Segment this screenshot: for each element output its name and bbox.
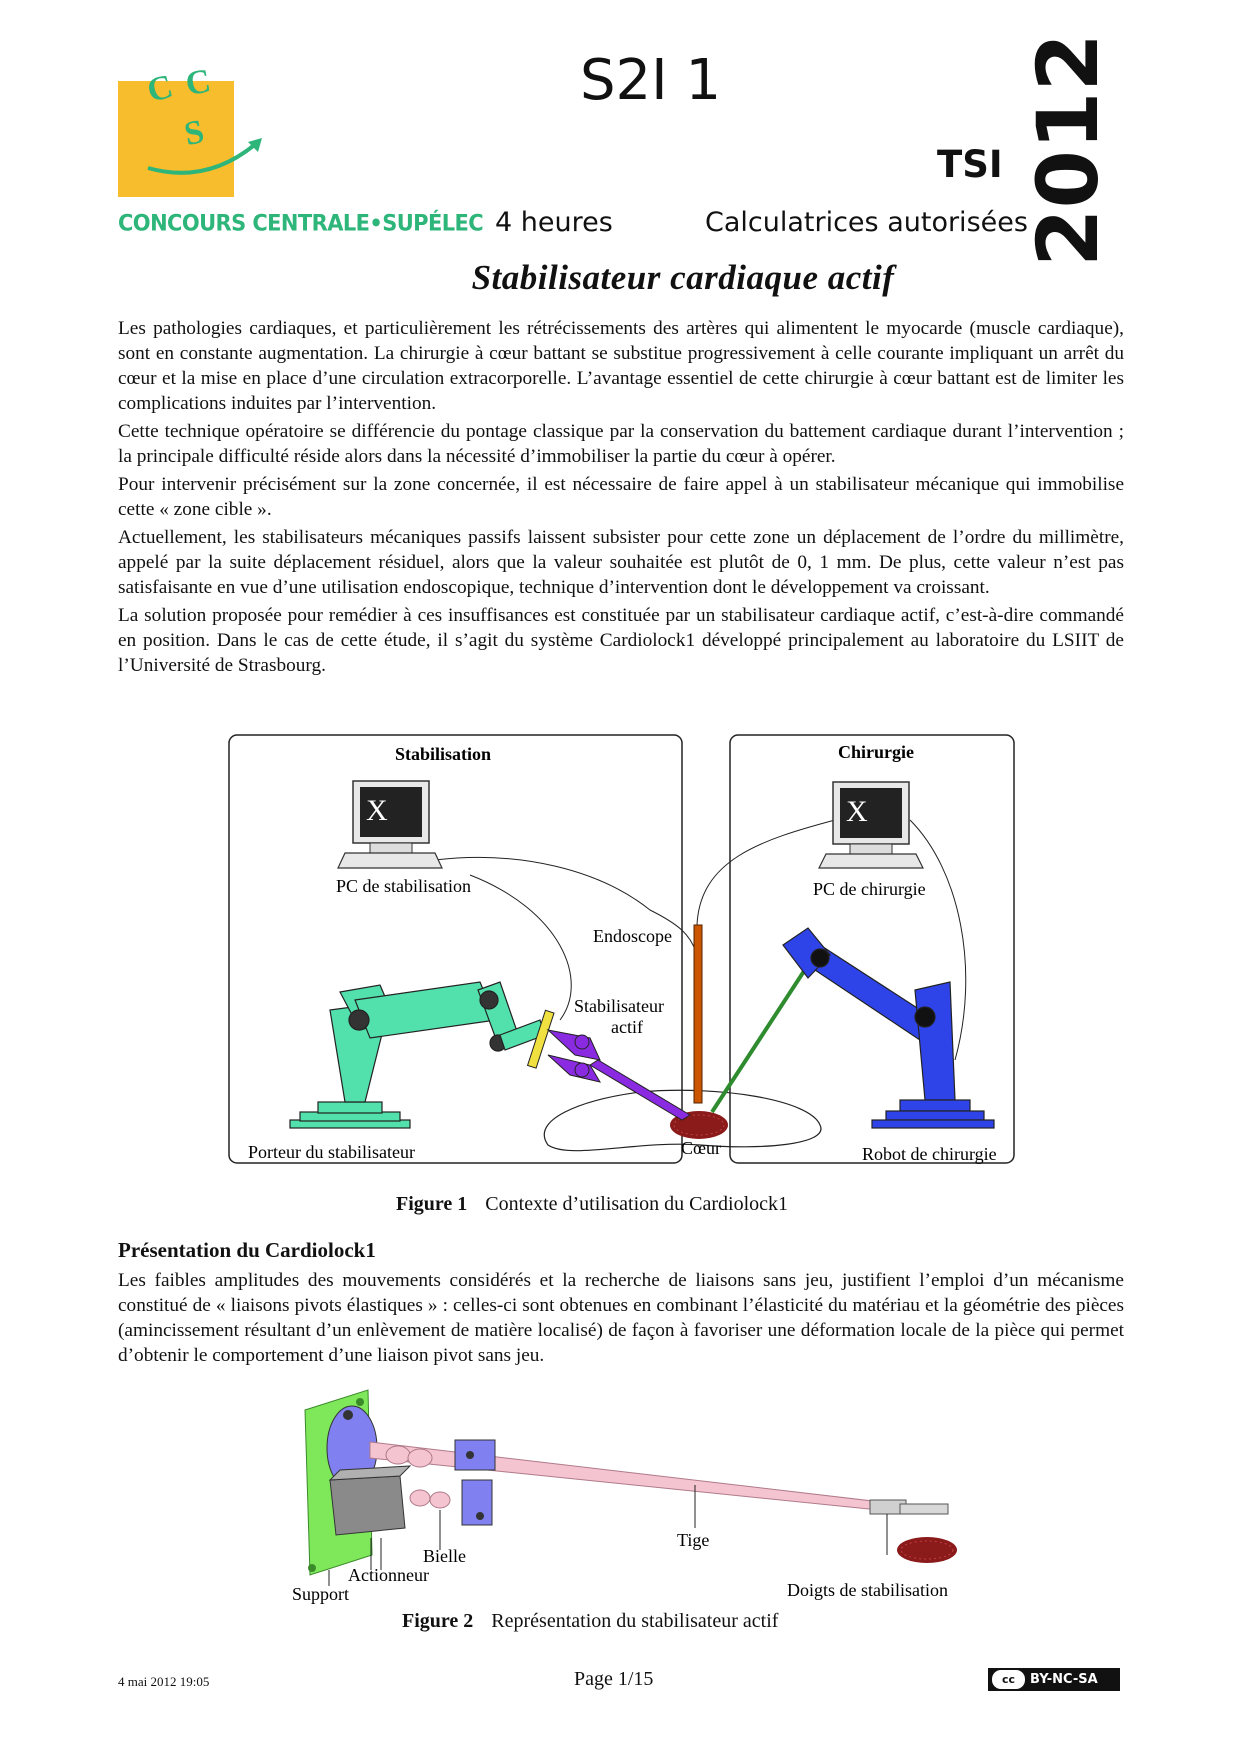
heart-texture xyxy=(673,1114,725,1136)
license-badge: cc BY-NC-SA xyxy=(988,1668,1120,1691)
porteur-arm xyxy=(289,981,546,1129)
figure-2-caption-text: Représentation du stabilisateur actif xyxy=(491,1610,779,1632)
stabilisateur-label-line1: Stabilisateur xyxy=(574,996,664,1016)
logo-letter-1: C xyxy=(143,68,176,110)
doigts-label: Doigts de stabilisation xyxy=(787,1580,948,1600)
logo-text: CONCOURS CENTRALE•SUPÉLEC xyxy=(118,210,484,236)
logo-swoosh xyxy=(147,140,260,175)
paragraph: Actuellement, les stabilisateurs mécaniq… xyxy=(118,527,1124,598)
figure-1-number: Figure 1 xyxy=(396,1193,468,1215)
coeur-label: Cœur xyxy=(681,1138,721,1158)
bielle-label: Bielle xyxy=(423,1546,466,1566)
screen-x-glyph: X xyxy=(366,794,388,827)
document-title: Stabilisateur cardiaque actif xyxy=(471,258,895,297)
pc-stabilisation-label: PC de stabilisation xyxy=(336,876,471,896)
support-label: Support xyxy=(292,1584,349,1604)
stabilisation-frame xyxy=(228,734,683,1164)
paragraph: La solution proposée pour remédier à ces… xyxy=(118,605,1124,676)
calculators-note: Calculatrices autorisées xyxy=(705,207,1028,238)
paragraph: Pour intervenir précisément sur la zone … xyxy=(118,474,1124,520)
exam-title: S2I 1 xyxy=(580,48,722,113)
endoscope-label: Endoscope xyxy=(593,926,672,946)
pc-chirurgie-icon: X xyxy=(818,781,924,869)
pc-chirurgie-label: PC de chirurgie xyxy=(813,879,926,899)
paragraph: Les pathologies cardiaques, et particuli… xyxy=(118,318,1124,414)
tige-label: Tige xyxy=(677,1530,709,1550)
actionneur-label: Actionneur xyxy=(348,1565,429,1585)
section-text: Les faibles amplitudes des mouvements co… xyxy=(118,1268,1124,1371)
section-title: Présentation du Cardiolock1 xyxy=(118,1238,376,1262)
logo-mark: C C S xyxy=(143,62,262,175)
figure-2-number: Figure 2 xyxy=(402,1610,474,1632)
pc-stabilisation-icon: X xyxy=(337,780,443,869)
exam-duration: 4 heures xyxy=(495,207,613,238)
cc-icon: cc xyxy=(992,1670,1025,1689)
figure-1-caption: Figure 1 Contexte d’utilisation du Cardio… xyxy=(396,1193,788,1216)
logo-letter-3: S xyxy=(181,113,207,153)
cable-robot xyxy=(909,819,967,1061)
logo-arrowhead xyxy=(248,138,262,152)
figure-1-caption-text: Contexte d’utilisation du Cardiolock1 xyxy=(485,1193,789,1215)
logo-letter-2: C xyxy=(183,62,214,103)
figure-1-diagram: Stabilisation Chirurgie X PC de stabilis… xyxy=(228,734,1015,1164)
license-text: BY-NC-SA xyxy=(1030,1672,1098,1687)
doigts-shape xyxy=(869,1499,957,1563)
exam-year: 2012 xyxy=(1019,33,1117,267)
footer-date: 4 mai 2012 19:05 xyxy=(118,1674,210,1689)
stabilisateur-shape xyxy=(526,1009,691,1121)
paragraph: Cette technique opératoire se différenci… xyxy=(118,421,1124,467)
robot-chirurgie-arm xyxy=(710,927,995,1129)
stabilisation-title: Stabilisation xyxy=(395,744,491,764)
figure-2-caption: Figure 2 Représentation du stabilisateur … xyxy=(402,1610,778,1633)
cable-pc-stab-2 xyxy=(469,874,572,1021)
robot-label: Robot de chirurgie xyxy=(862,1144,997,1164)
cable-pc-chir xyxy=(696,819,836,926)
thorax-outline xyxy=(543,1089,822,1152)
stabilisateur-label-line2: actif xyxy=(611,1017,643,1037)
paragraph: Les faibles amplitudes des mouvements co… xyxy=(118,1270,1124,1366)
cable-pc-stab xyxy=(434,856,697,953)
actionneur-shape xyxy=(329,1475,406,1536)
endoscope-shape xyxy=(693,924,703,1104)
figure-2-diagram: Tige Bielle Actionneur Support Doigts de… xyxy=(292,1389,957,1604)
bielle-shape xyxy=(409,1439,496,1526)
page-number: Page 1/15 xyxy=(574,1668,654,1690)
filiere-label: TSI xyxy=(937,143,1003,186)
logo-background xyxy=(118,81,234,197)
chirurgie-title: Chirurgie xyxy=(838,742,914,762)
intro-text: Les pathologies cardiaques, et particuli… xyxy=(118,316,1124,681)
screen-x-glyph: X xyxy=(846,795,868,828)
porteur-label: Porteur du stabilisateur xyxy=(248,1142,415,1162)
chirurgie-frame xyxy=(729,734,1015,1164)
